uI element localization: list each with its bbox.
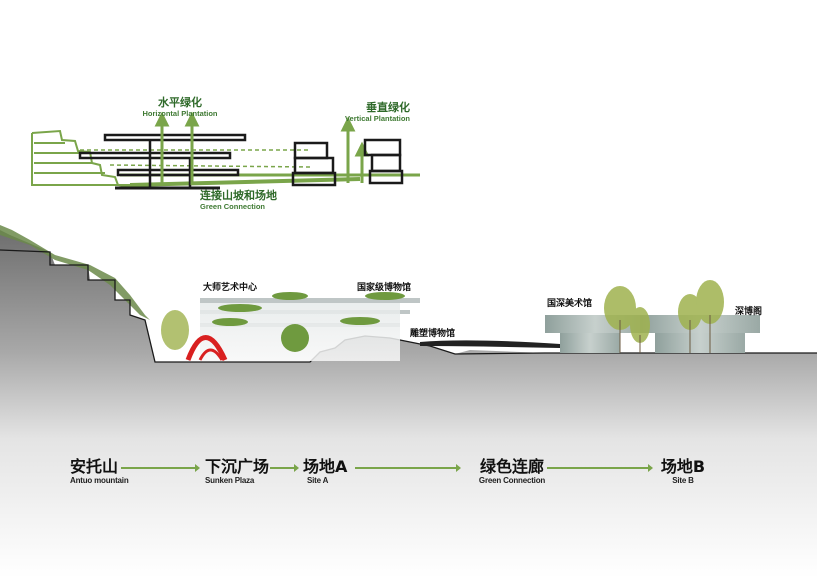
flow-step-antuo: 安托山 Antuo mountain: [70, 457, 129, 486]
flow-step-cn: 场地B: [660, 457, 706, 476]
flow-step-cn: 绿色连廊: [479, 457, 544, 476]
flow-arrow-2: [270, 464, 299, 472]
site-section: [0, 220, 817, 578]
concept-sketch: [20, 95, 420, 215]
horizontal-label-en: Horizontal Plantation: [142, 109, 218, 118]
flow-step-cn: 下沉广场: [205, 457, 270, 476]
flow-arrow-1: [121, 464, 200, 472]
connection-label-en: Green Connection: [200, 202, 266, 211]
vertical-label: 垂直绿化 Vertical Plantation: [335, 101, 410, 124]
flow-step-en: Antuo mountain: [70, 476, 129, 485]
flow-step-en: Site A: [307, 476, 329, 485]
label-shenzhen-art-gallery: 国深美术馆: [547, 299, 593, 309]
flow-step-en: Site B: [672, 476, 694, 485]
flow-step-site-a: 场地A Site A: [303, 457, 348, 486]
label-national-museum: 国家级博物馆: [357, 283, 412, 293]
label-shenbo-pavilion: 深博阁: [735, 307, 763, 317]
horizontal-label: 水平绿化 Horizontal Plantation: [125, 96, 235, 119]
flow-step-en: Green Connection: [478, 476, 546, 485]
flow-step-sunken-plaza: 下沉广场 Sunken Plaza: [205, 457, 270, 486]
flow-step-cn: 安托山: [70, 457, 119, 476]
horizontal-label-cn: 水平绿化: [158, 96, 202, 109]
label-sculpture-museum: 雕塑博物馆: [410, 329, 456, 339]
flow-step-cn: 场地A: [303, 457, 348, 476]
connection-label-cn: 连接山坡和场地: [200, 189, 277, 202]
vertical-label-en: Vertical Plantation: [344, 114, 410, 123]
vertical-label-cn: 垂直绿化: [366, 101, 410, 114]
flow-step-en: Sunken Plaza: [205, 476, 255, 485]
flow-arrow-3: [355, 464, 461, 472]
section-drawing: [0, 225, 817, 578]
flow-step-site-b: 场地B Site B: [660, 457, 706, 486]
connection-label: 连接山坡和场地 Green Connection: [200, 189, 290, 212]
flow-step-green-connection: 绿色连廊 Green Connection: [470, 457, 554, 486]
flow-arrow-4: [547, 464, 653, 472]
sketch-drawing: [31, 111, 420, 190]
label-master-art-center: 大师艺术中心: [203, 283, 258, 293]
